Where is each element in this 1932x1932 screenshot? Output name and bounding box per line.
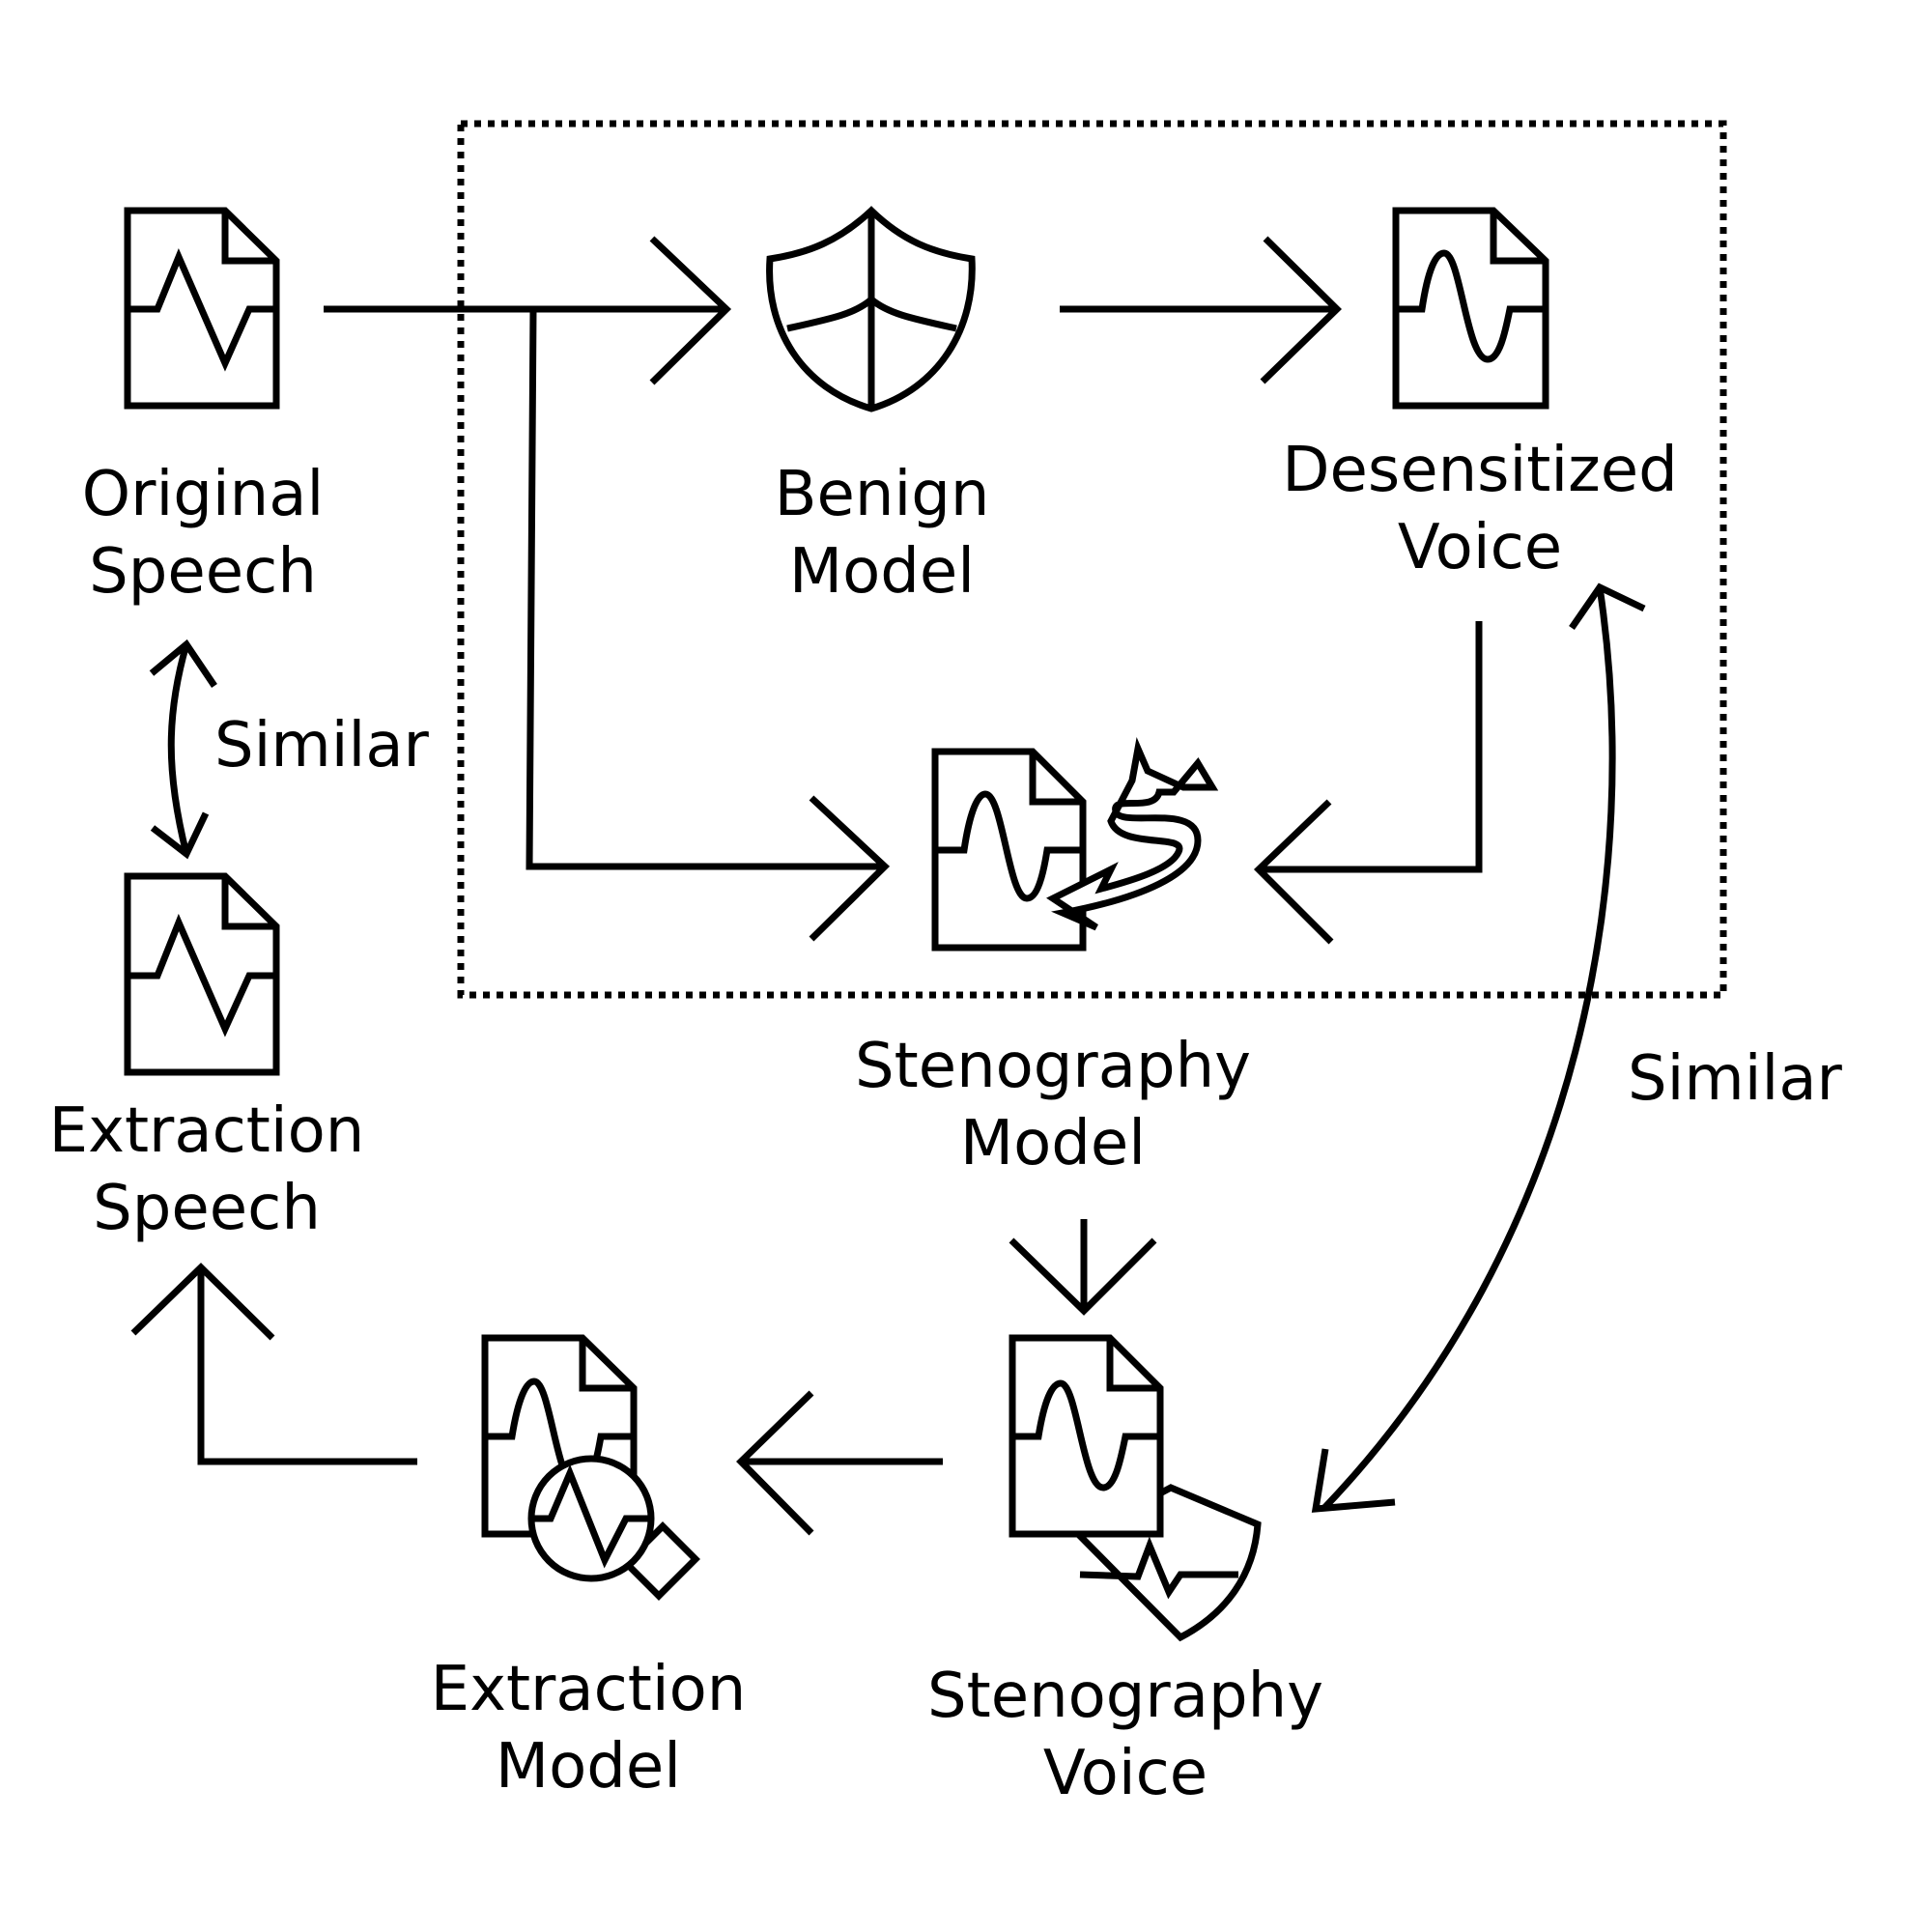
arrow-original-to-benign	[324, 236, 732, 385]
benign-model-label-line1: Benign	[775, 459, 990, 530]
original-speech-file-icon	[124, 207, 280, 410]
similar-arrow-right	[1311, 582, 1646, 1513]
desensitized-voice-label-line2: Voice	[1398, 512, 1562, 583]
desensitized-voice-file-icon	[1392, 207, 1549, 410]
original-speech-label-line1: Original	[82, 459, 324, 530]
left-similar-label: Similar	[214, 710, 430, 781]
shield-icon	[766, 206, 976, 412]
extraction-model-icon	[481, 1334, 700, 1601]
arrow-original-to-stenography-model	[526, 308, 891, 942]
extraction-model-label-line1: Extraction	[431, 1654, 747, 1725]
arrow-benign-to-desensitized	[1060, 236, 1342, 384]
benign-model-label-line2: Model	[789, 536, 975, 608]
right-similar-label: Similar	[1628, 1043, 1843, 1115]
extraction-speech-label-line1: Extraction	[49, 1095, 365, 1167]
arrow-stenography-model-to-voice	[1009, 1219, 1157, 1316]
original-speech-label-line2: Speech	[89, 536, 317, 608]
arrow-voice-to-extraction-model	[736, 1390, 943, 1536]
extraction-model-label-line2: Model	[496, 1731, 681, 1803]
extraction-speech-label-line2: Speech	[93, 1173, 321, 1244]
arrow-desensitized-to-stenography-model	[1253, 621, 1483, 945]
desensitized-voice-label-line1: Desensitized	[1282, 435, 1678, 506]
stenography-voice-label-line2: Voice	[1043, 1738, 1208, 1809]
stenography-model-label-line1: Stenography	[855, 1031, 1251, 1102]
stenography-model-icon	[931, 737, 1219, 952]
stenography-voice-label-line1: Stenography	[927, 1661, 1323, 1732]
dotted-group-box	[457, 120, 1727, 999]
arrow-extraction-model-to-speech	[130, 1263, 417, 1465]
stenography-voice-icon	[1009, 1334, 1262, 1642]
similar-arrow-left	[149, 639, 217, 860]
extraction-speech-file-icon	[124, 872, 280, 1076]
stenography-model-label-line2: Model	[960, 1108, 1146, 1179]
